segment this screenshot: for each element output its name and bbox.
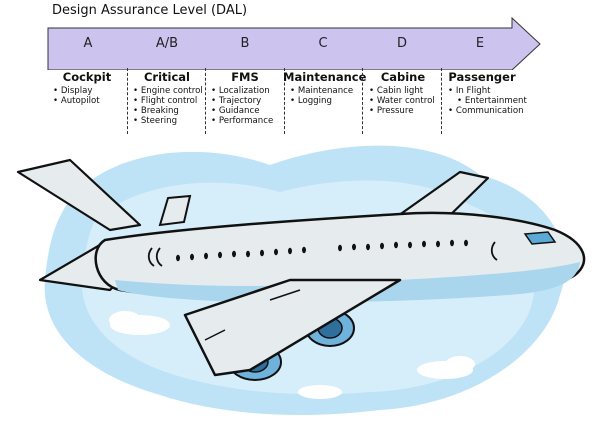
category-item: Guidance xyxy=(211,106,286,116)
category-item: Entertainment xyxy=(448,96,527,106)
category-item: Engine control xyxy=(133,86,208,96)
category-item: Communication xyxy=(448,106,524,116)
separator xyxy=(441,68,442,134)
category-item: Water control xyxy=(369,96,444,106)
category-item: Breaking xyxy=(133,106,208,116)
category-cabine: Cabine Cabin light Water control Pressur… xyxy=(362,70,444,116)
category-fms: FMS Localization Trajectory Guidance Per… xyxy=(204,70,286,126)
category-title: FMS xyxy=(231,70,259,84)
category-item: Localization xyxy=(211,86,286,96)
airplane-illustration xyxy=(16,145,586,416)
category-item: Trajectory xyxy=(211,96,286,106)
category-item: Display xyxy=(53,86,128,96)
category-cockpit: Cockpit Display Autopilot xyxy=(46,70,128,106)
dal-arrow xyxy=(47,16,541,70)
category-title: Critical xyxy=(143,70,190,84)
category-title: Maintenance xyxy=(283,70,367,84)
category-item: Logging xyxy=(290,96,365,106)
level-ab: A/B xyxy=(155,36,179,51)
separator xyxy=(284,68,285,134)
category-item: Autopilot xyxy=(53,96,128,106)
category-item: Cabin light xyxy=(369,86,444,96)
level-e: E xyxy=(475,36,485,51)
category-maintenance: Maintenance Maintenance Logging xyxy=(283,70,367,106)
separator xyxy=(205,68,206,134)
category-item: Maintenance xyxy=(290,86,365,96)
category-item: In Flight xyxy=(448,86,523,96)
category-title: Passenger xyxy=(448,70,516,84)
level-a: A xyxy=(83,36,93,51)
level-c: C xyxy=(318,36,328,51)
category-passenger: Passenger In Flight Entertainment Commun… xyxy=(441,70,527,116)
separator xyxy=(362,68,363,134)
category-critical: Critical Engine control Flight control B… xyxy=(126,70,208,126)
category-item: Performance xyxy=(211,116,286,126)
category-title: Cockpit xyxy=(62,70,112,84)
category-title: Cabine xyxy=(380,70,426,84)
level-b: B xyxy=(240,36,250,51)
level-d: D xyxy=(396,36,407,51)
category-item: Pressure xyxy=(369,106,444,116)
category-item: Flight control xyxy=(133,96,208,106)
category-item: Steering xyxy=(133,116,208,126)
separator xyxy=(127,68,128,134)
diagram-title: Design Assurance Level (DAL) xyxy=(52,3,248,18)
